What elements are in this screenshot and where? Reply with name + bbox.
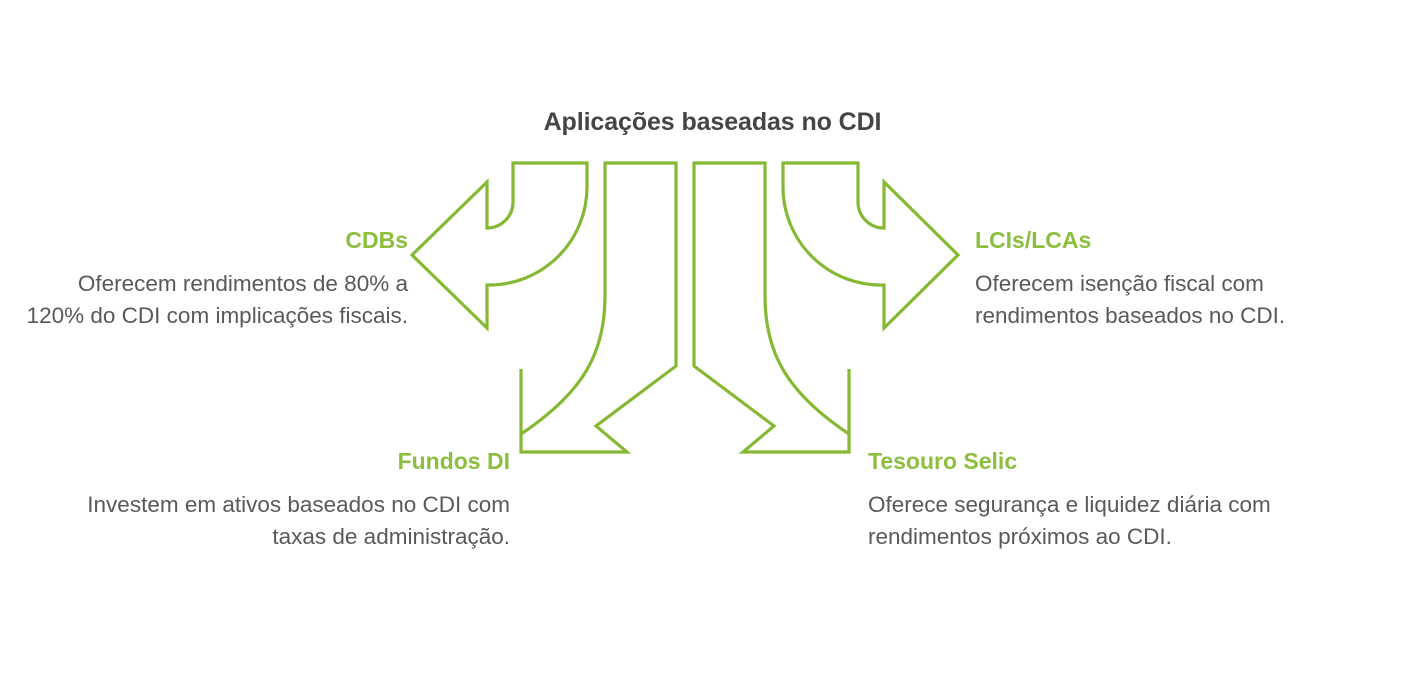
arrow-down-left-fundos-di	[519, 161, 678, 454]
page-title: Aplicações baseadas no CDI	[543, 108, 882, 136]
node-tesouro-selic: Tesouro Selic Oferece segurança e liquid…	[868, 448, 1288, 553]
node-fundos-di-title: Fundos DI	[397, 448, 510, 474]
node-cdbs-title: CDBs	[345, 227, 408, 253]
arrow-down-right-tesouro-selic	[692, 161, 851, 454]
node-cdbs: CDBs Oferecem rendimentos de 80% a 120% …	[24, 227, 408, 332]
node-tesouro-selic-title: Tesouro Selic	[868, 448, 1018, 474]
node-cdbs-description: Oferecem rendimentos de 80% a 120% do CD…	[26, 270, 408, 328]
node-tesouro-selic-description: Oferece segurança e liquidez diária com …	[868, 491, 1271, 549]
node-fundos-di-description: Investem em ativos baseados no CDI com t…	[87, 491, 510, 549]
arrow-left-cdbs	[409, 161, 589, 332]
node-lcis-lcas: LCIs/LCAs Oferecem isenção fiscal com re…	[975, 227, 1387, 332]
arrow-right-lcis-lcas	[781, 161, 961, 332]
node-lcis-lcas-description: Oferecem isenção fiscal com rendimentos …	[975, 270, 1286, 328]
node-lcis-lcas-title: LCIs/LCAs	[975, 227, 1092, 253]
node-fundos-di: Fundos DI Investem em ativos baseados no…	[86, 448, 510, 553]
